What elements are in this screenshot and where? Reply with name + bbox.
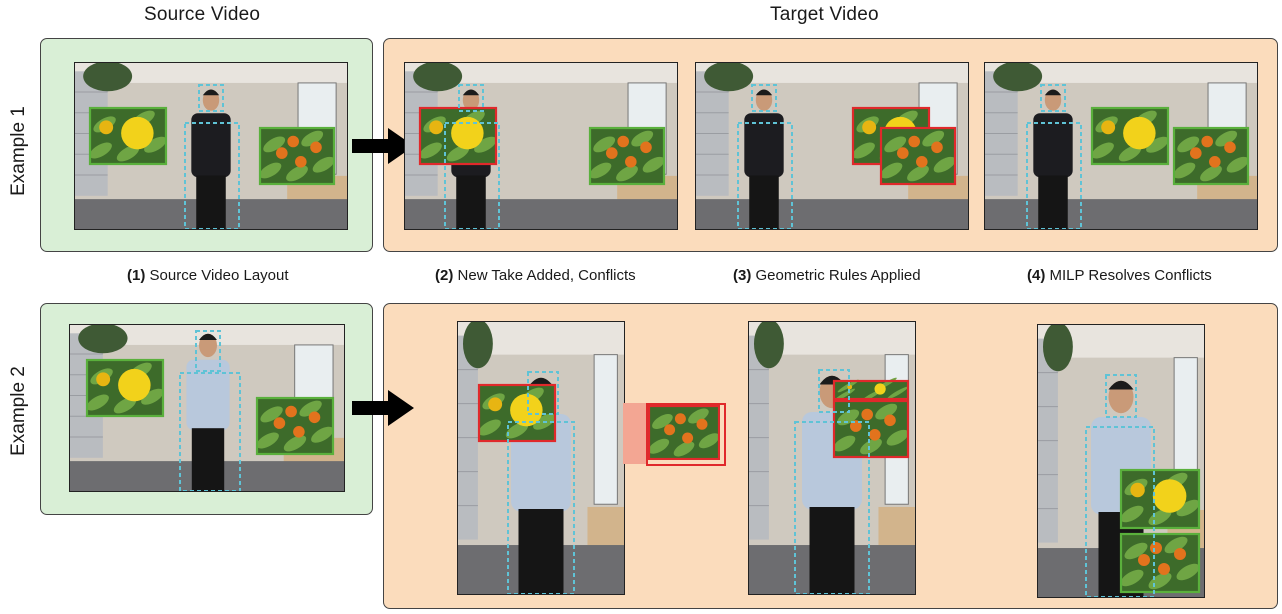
face-box — [527, 371, 559, 415]
orange-take-box — [832, 399, 910, 459]
displaced-take-ghost — [623, 403, 647, 464]
row-label-example-1: Example 1 — [8, 106, 29, 196]
step-caption-3: (3) Geometric Rules Applied — [733, 267, 921, 284]
orange-take-box — [1119, 532, 1201, 594]
lemon-take-box — [832, 377, 910, 403]
face-box — [1105, 374, 1137, 418]
orange-take-box — [255, 396, 335, 456]
video-frame-source-1 — [74, 62, 348, 230]
body-box — [794, 421, 870, 594]
presenter-figure — [186, 333, 230, 491]
video-frame-step3-1 — [695, 62, 969, 230]
step-caption-4: (4) MILP Resolves Conflicts — [1027, 267, 1212, 284]
face-box — [1040, 84, 1066, 112]
video-frame-step4-2 — [1037, 324, 1205, 598]
presenter-figure — [191, 89, 231, 229]
orange-take-box — [1172, 126, 1250, 186]
lemon-take-box — [477, 383, 557, 443]
header-target-video: Target Video — [770, 4, 879, 25]
body-box — [184, 122, 240, 229]
row-label-example-2: Example 2 — [8, 366, 29, 456]
body-box — [737, 122, 793, 229]
body-box — [1026, 122, 1082, 229]
face-box — [818, 369, 850, 413]
lemon-take-box — [88, 106, 168, 166]
face-box — [751, 84, 777, 112]
step-caption-1: (1) Source Video Layout — [127, 267, 289, 284]
presenter-figure — [1033, 89, 1073, 229]
body-box — [444, 122, 500, 229]
orange-take-box — [258, 126, 336, 186]
step-caption-2: (2) New Take Added, Conflicts — [435, 267, 636, 284]
arrow-right-icon — [352, 390, 414, 426]
video-frame-source-2 — [69, 324, 345, 492]
face-box — [458, 84, 484, 112]
lemon-take-box — [1090, 106, 1170, 166]
face-box — [198, 84, 224, 112]
lemon-take-box — [1119, 468, 1201, 530]
displaced-take-box — [646, 403, 726, 466]
lemon-take-box — [418, 106, 498, 166]
body-box — [179, 372, 241, 491]
video-frame-step2-2 — [457, 321, 625, 595]
presenter-figure — [744, 89, 784, 229]
lemon-take-box — [85, 358, 165, 418]
header-source-video: Source Video — [144, 4, 261, 25]
video-frame-step2-1 — [404, 62, 678, 230]
orange-take-box — [588, 126, 666, 186]
video-frame-step3-2 — [748, 321, 916, 595]
face-box — [195, 330, 221, 372]
arrow-right-icon — [352, 128, 414, 164]
orange-take-box — [879, 126, 957, 186]
orange-take-box — [648, 405, 720, 460]
video-frame-step4-1 — [984, 62, 1258, 230]
